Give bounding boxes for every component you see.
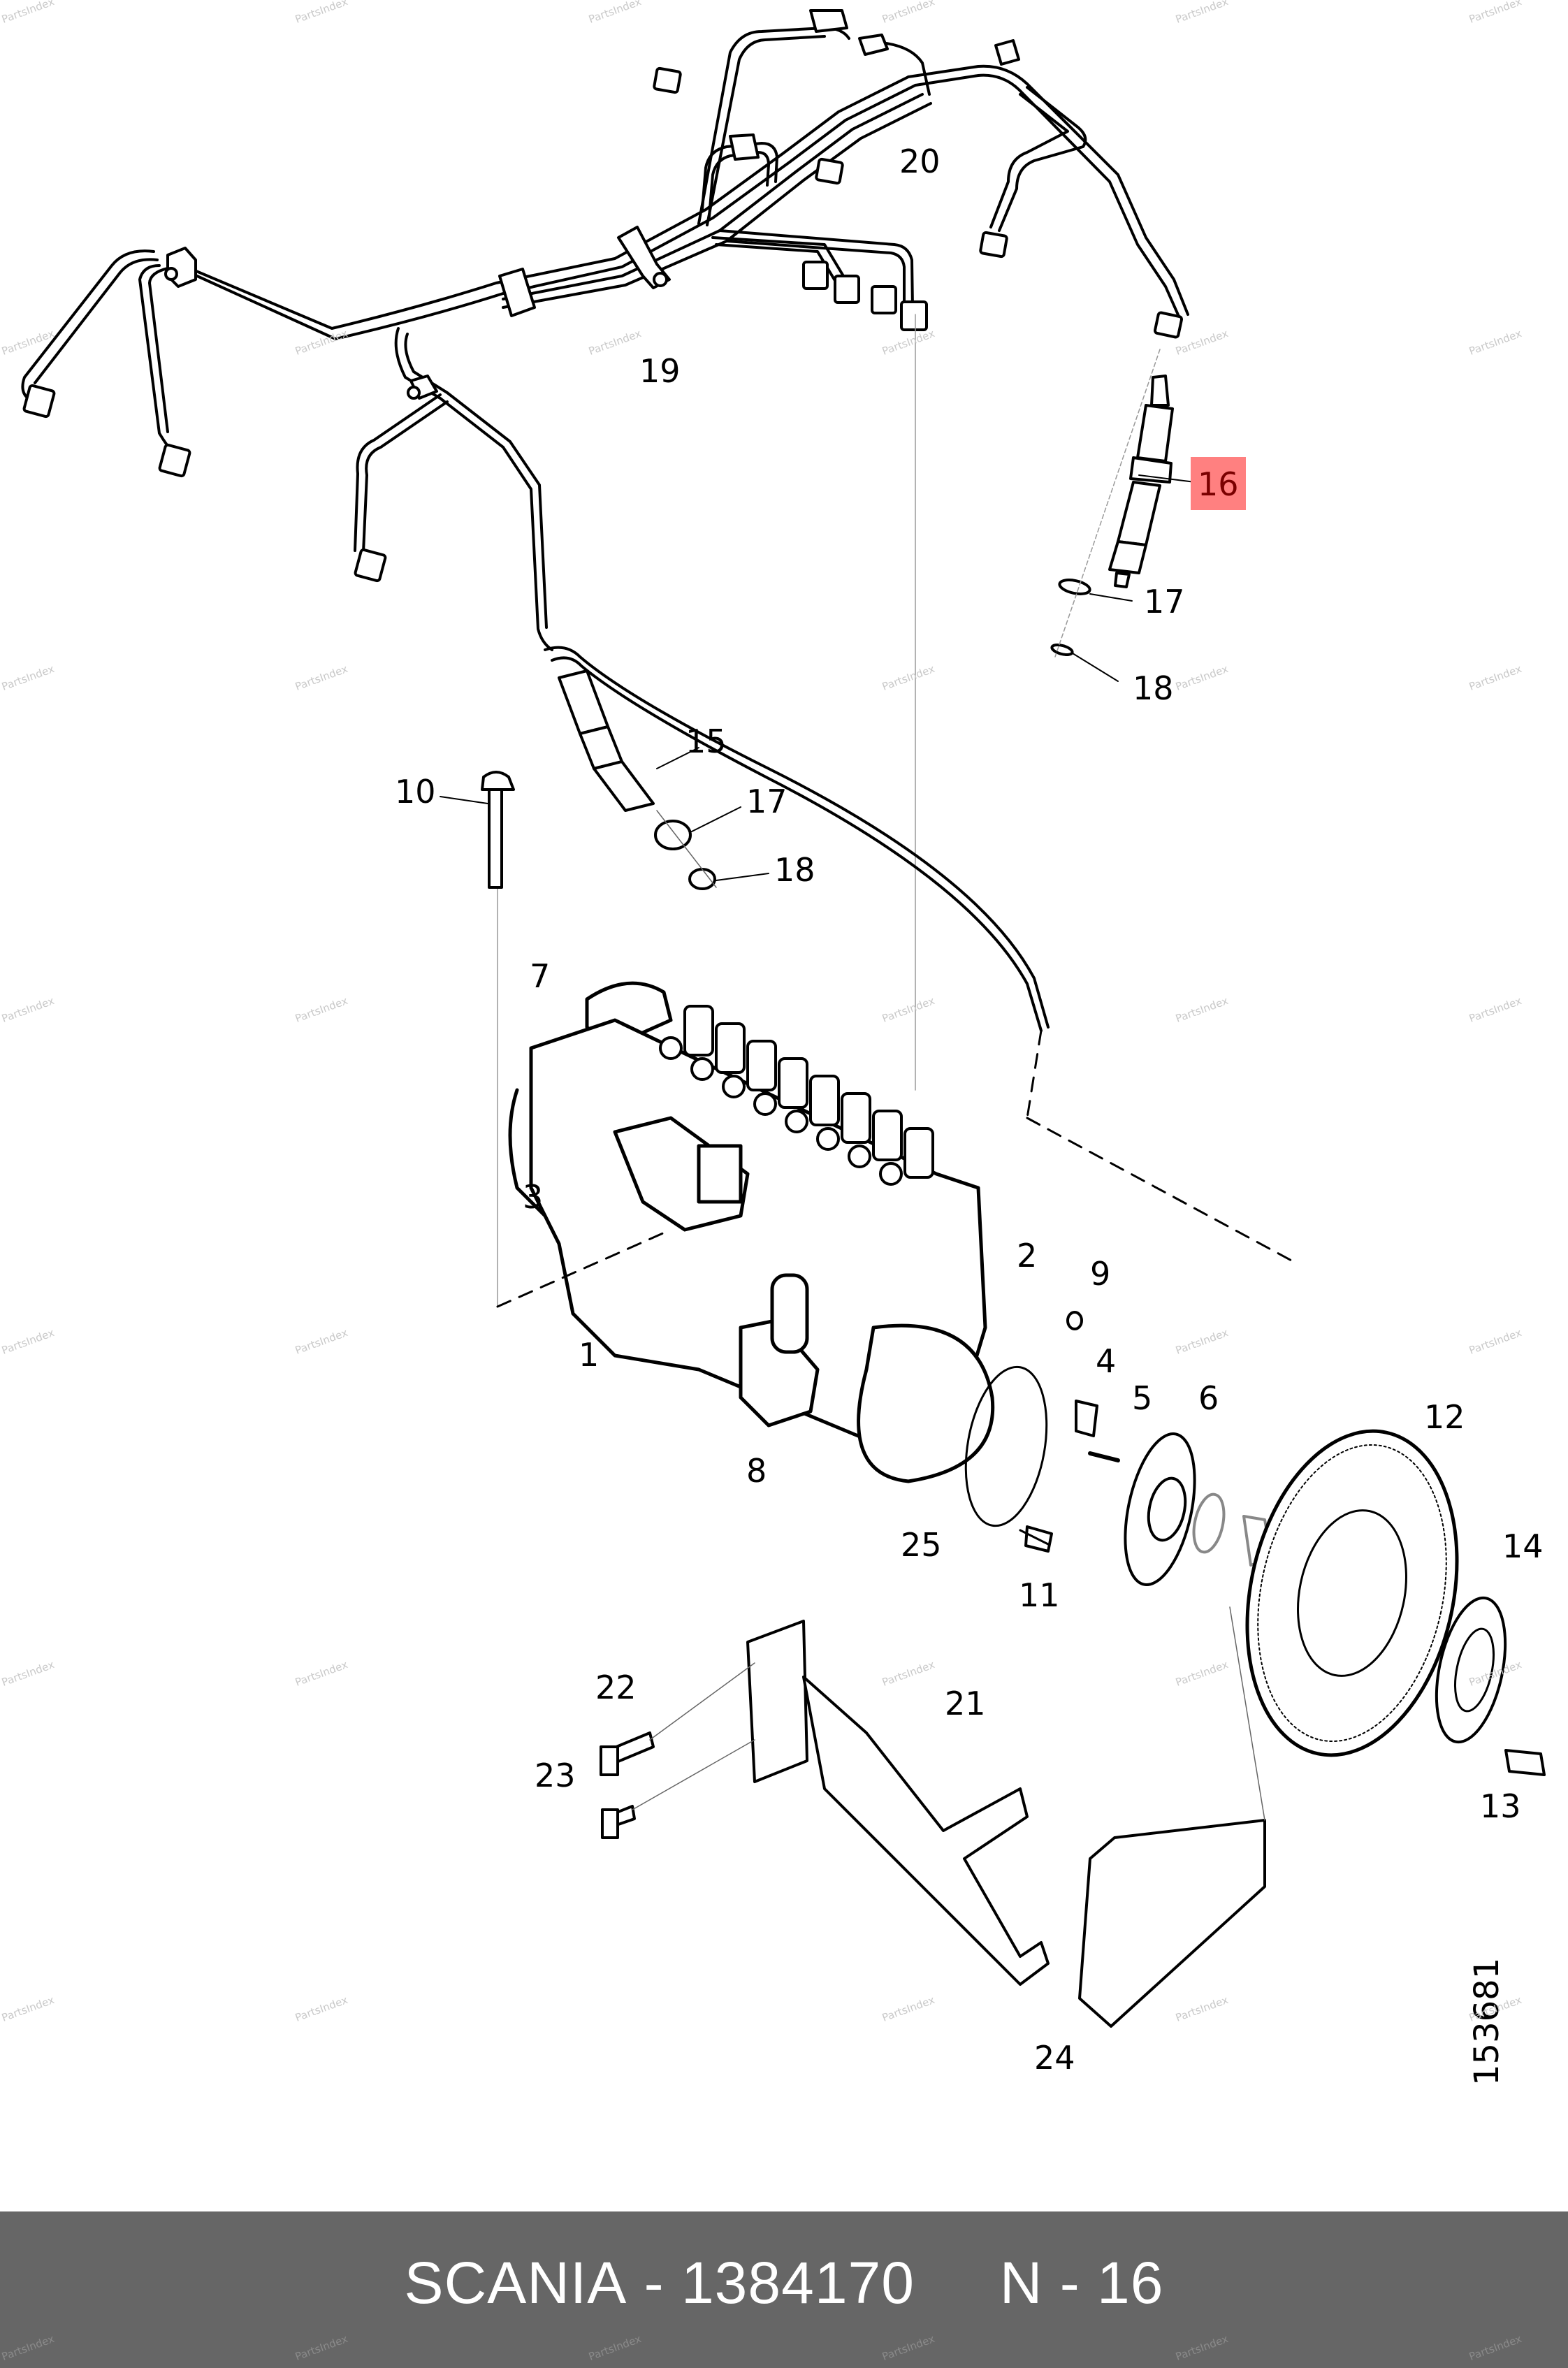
injector-16-drawing	[1050, 375, 1174, 656]
callout-3[interactable]: 3	[523, 1178, 544, 1216]
callout-7[interactable]: 7	[530, 957, 551, 995]
callout-15[interactable]: 15	[685, 722, 727, 760]
callout-23[interactable]: 23	[535, 1757, 576, 1794]
callout-16-highlighted[interactable]: 16	[1191, 457, 1246, 510]
injection-lines-set	[21, 27, 1189, 651]
callout-10[interactable]: 10	[395, 773, 436, 811]
callout-20[interactable]: 20	[899, 143, 941, 180]
callout-21[interactable]: 21	[945, 1685, 986, 1722]
callout-19[interactable]: 19	[639, 352, 681, 390]
drive-parts-drawing	[964, 1311, 1273, 1587]
bracket-drawing	[600, 1606, 1266, 2028]
caption-gap	[915, 2249, 1000, 2317]
diagram-canvas: 20 19 16 17 18 15 10 17 18 7 3 2 9 1 4 5…	[0, 0, 1546, 2086]
exploded-view-drawing	[21, 9, 1546, 2028]
position-prefix: N	[999, 2249, 1043, 2316]
callout-5[interactable]: 5	[1132, 1379, 1153, 1417]
callout-1[interactable]: 1	[579, 1336, 600, 1374]
callout-6[interactable]: 6	[1198, 1379, 1219, 1417]
dashed-assembly-lines	[496, 1029, 1294, 1308]
position-number: 16	[1097, 2249, 1164, 2316]
callout-8[interactable]: 8	[746, 1452, 767, 1490]
callout-17-upper[interactable]: 17	[1144, 583, 1185, 620]
callout-2[interactable]: 2	[1017, 1237, 1038, 1274]
callout-9[interactable]: 9	[1090, 1255, 1111, 1293]
callout-24[interactable]: 24	[1034, 2039, 1075, 2077]
callout-18-upper[interactable]: 18	[1133, 669, 1174, 707]
pipe-clamps	[164, 9, 1020, 400]
brand-name: SCANIA	[404, 2249, 627, 2316]
leader-lines	[497, 314, 1196, 1307]
injection-pump-drawing	[508, 981, 995, 1483]
callout-25[interactable]: 25	[901, 1526, 942, 1564]
callout-17-lower[interactable]: 17	[746, 783, 787, 820]
injector-15-drawing	[544, 646, 1050, 1032]
callout-18-lower[interactable]: 18	[774, 851, 815, 889]
callout-11[interactable]: 11	[1019, 1576, 1060, 1614]
caption-separator: -	[1043, 2249, 1098, 2316]
bolt-10-drawing	[440, 771, 515, 889]
part-number: 1384170	[681, 2249, 915, 2316]
pipe-union-nuts	[22, 66, 1184, 583]
part-info-footer: SCANIA - 1384170 N - 16 PartsIndex Parts…	[0, 2211, 1568, 2368]
callout-22[interactable]: 22	[595, 1669, 637, 1706]
drive-gear-drawing	[1245, 1429, 1546, 1776]
caption-separator: -	[627, 2249, 681, 2316]
callout-14[interactable]: 14	[1502, 1527, 1544, 1565]
callout-13[interactable]: 13	[1480, 1787, 1521, 1825]
part-caption: SCANIA - 1384170 N - 16	[0, 2211, 1568, 2368]
callout-12[interactable]: 12	[1424, 1398, 1465, 1436]
callout-4[interactable]: 4	[1096, 1342, 1117, 1380]
